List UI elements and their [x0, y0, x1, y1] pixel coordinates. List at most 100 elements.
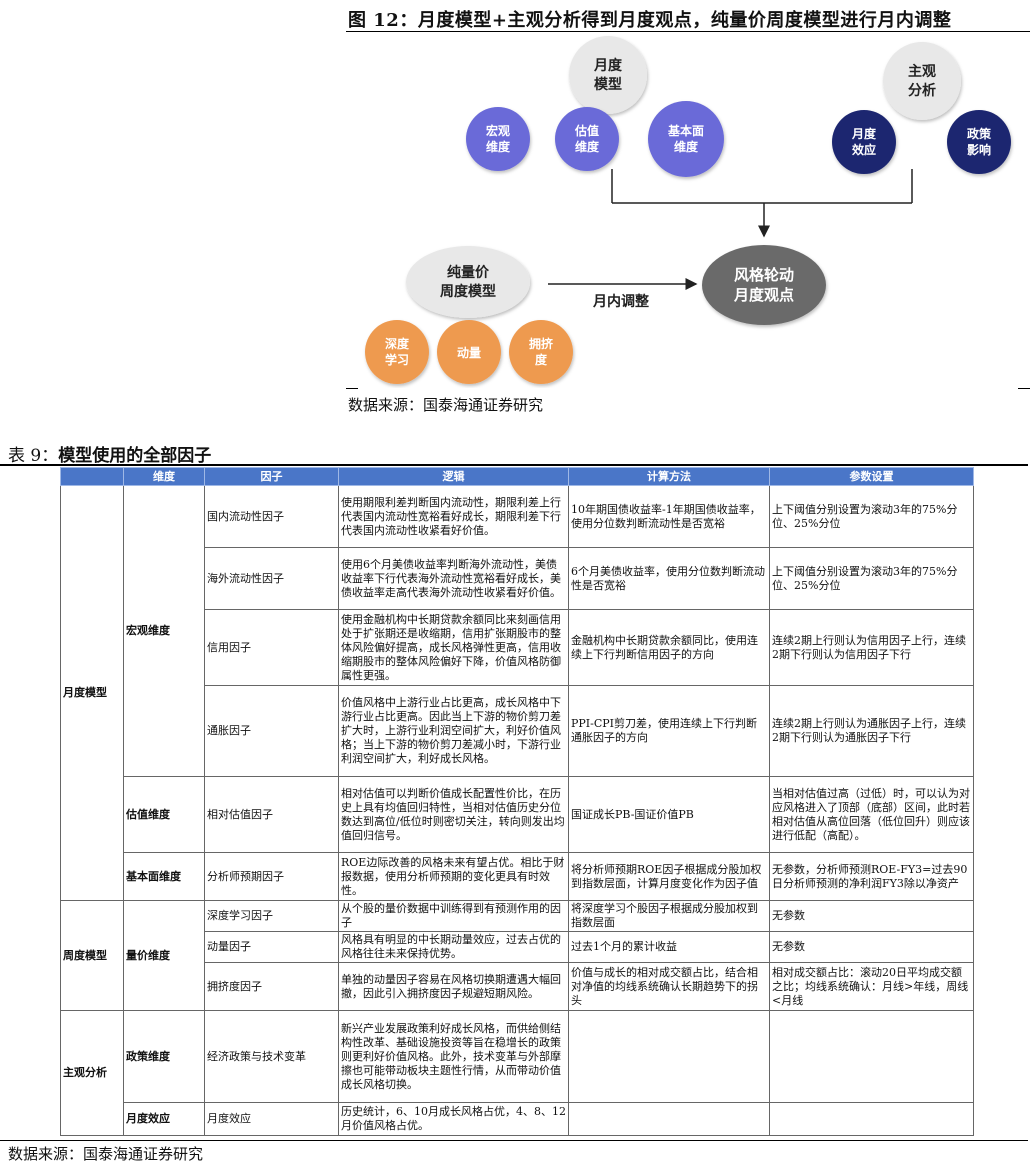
factor-table-wrapper: 维度 因子 逻辑 计算方法 参数设置 月度模型 宏观维度 国内流动性因子 使用期… — [60, 467, 974, 1136]
logic-cell: 价值风格中上游行业占比更高，成长风格中下游行业占比更高。因此当上下游的物价剪刀差… — [338, 685, 569, 777]
dimension-cell: 宏观维度 — [123, 485, 205, 777]
node-fundamental: 基本面 维度 — [648, 101, 724, 177]
dimension-cell: 基本面维度 — [123, 852, 205, 901]
factor-cell: 深度学习因子 — [204, 900, 339, 932]
table-row: 基本面维度 分析师预期因子 ROE边际改善的风格未来有望占优。相比于财报数据，使… — [61, 852, 974, 901]
node-monthly-model: 月度 模型 — [569, 36, 647, 114]
header-dimension: 维度 — [123, 467, 205, 486]
node-valuation: 估值 维度 — [555, 107, 619, 171]
node-subjective: 主观 分析 — [883, 42, 961, 120]
factor-cell: 海外流动性因子 — [204, 547, 339, 610]
table-row: 估值维度 相对估值因子 相对估值可以判断价值成长配置性价比，在历史上具有均值回归… — [61, 776, 974, 853]
group-cell: 月度模型 — [60, 485, 124, 901]
figure-title: 图 12：月度模型+主观分析得到月度观点，纯量价周度模型进行月内调整 — [348, 10, 952, 31]
header-params: 参数设置 — [769, 467, 974, 486]
node-rotation-line2: 月度观点 — [733, 286, 794, 304]
table-row: 海外流动性因子 使用6个月美债收益率判断海外流动性，美债收益率下行代表海外流动性… — [61, 547, 974, 610]
node-deep-learning-line1: 深度 — [385, 336, 410, 351]
dimension-cell: 月度效应 — [123, 1102, 205, 1136]
node-macro-line1: 宏观 — [486, 123, 510, 138]
node-subjective-line1: 主观 — [908, 63, 936, 80]
table-title-prefix: 表 9： — [8, 446, 59, 466]
node-macro-line2: 维度 — [486, 139, 511, 154]
params-cell: 连续2期上行则认为信用因子上行，连续2期下行则认为信用因子下行 — [769, 609, 974, 686]
table-title-text: 模型使用的全部因子 — [58, 446, 212, 466]
node-weekly-model-line2: 周度模型 — [440, 283, 496, 300]
method-cell — [568, 1010, 770, 1103]
diagram-svg: 月度 模型 主观 分析 宏观 维度 估值 维度 基本面 维度 月度 效应 — [365, 36, 1011, 384]
logic-cell: 使用金融机构中长期贷款余额同比来刻画信用处于扩张期还是收缩期，信用扩张期股市的整… — [338, 609, 569, 686]
factor-cell: 拥挤度因子 — [204, 962, 339, 1011]
factor-cell: 国内流动性因子 — [204, 485, 339, 548]
node-monthly-effect: 月度 效应 — [832, 110, 896, 174]
node-monthly-effect-line1: 月度 — [851, 126, 877, 141]
node-weekly-model: 纯量价 周度模型 — [406, 246, 530, 318]
connector-lines — [548, 169, 913, 290]
params-cell: 上下阈值分别设置为滚动3年的75%分位、25%分位 — [769, 547, 974, 610]
factor-cell: 月度效应 — [204, 1102, 339, 1136]
method-cell: PPI-CPI剪刀差，使用连续上下行判断通胀因子的方向 — [568, 685, 770, 777]
params-cell: 当相对估值过高（过低）时，可以认为对应风格进入了顶部（底部）区间，此时若相对估值… — [769, 776, 974, 853]
node-deep-learning: 深度 学习 — [365, 320, 429, 384]
logic-cell: 新兴产业发展政策利好成长风格，而供给侧结构性改革、基础设施投资等旨在稳增长的政策… — [338, 1010, 569, 1103]
table-row: 月度效应 月度效应 历史统计，6、10月成长风格占优，4、8、12月价值风格占优… — [61, 1102, 974, 1136]
method-cell — [568, 1102, 770, 1136]
params-cell: 无参数 — [769, 900, 974, 932]
node-subjective-line2: 分析 — [908, 82, 936, 99]
factor-cell: 信用因子 — [204, 609, 339, 686]
method-cell: 过去1个月的累计收益 — [568, 931, 770, 963]
figure-diagram: 月度 模型 主观 分析 宏观 维度 估值 维度 基本面 维度 月度 效应 — [346, 34, 1030, 388]
factor-cell: 经济政策与技术变革 — [204, 1010, 339, 1103]
table-top-rule — [0, 464, 1028, 466]
factor-table: 维度 因子 逻辑 计算方法 参数设置 月度模型 宏观维度 国内流动性因子 使用期… — [60, 467, 974, 1136]
logic-cell: 单独的动量因子容易在风格切换期遭遇大幅回撤，因此引入拥挤度因子规避短期风险。 — [338, 962, 569, 1011]
node-crowding: 拥挤 度 — [509, 320, 573, 384]
node-fundamental-line2: 维度 — [674, 139, 699, 154]
header-method: 计算方法 — [568, 467, 770, 486]
params-cell: 连续2期上行则认为通胀因子上行，连续2期下行则认为通胀因子下行 — [769, 685, 974, 777]
method-cell: 10年期国债收益率-1年期国债收益率，使用分位数判断流动性是否宽裕 — [568, 485, 770, 548]
group-cell: 主观分析 — [60, 1010, 124, 1136]
method-cell: 将分析师预期ROE因子根据成分股加权到指数层面，计算月度变化作为因子值 — [568, 852, 770, 901]
table-source: 数据来源：国泰海通证券研究 — [8, 1145, 204, 1163]
group-cell: 周度模型 — [60, 900, 124, 1011]
params-cell: 无参数，分析师预测ROE-FY3=过去90日分析师预测的净利润FY3除以净资产 — [769, 852, 974, 901]
dimension-cell: 量价维度 — [123, 900, 205, 1011]
node-policy-line2: 影响 — [967, 142, 991, 157]
table-row: 主观分析 政策维度 经济政策与技术变革 新兴产业发展政策利好成长风格，而供给侧结… — [60, 1010, 974, 1136]
node-fundamental-line1: 基本面 — [667, 123, 704, 138]
figure-source: 数据来源：国泰海通证券研究 — [348, 396, 544, 414]
node-momentum: 动量 — [437, 320, 501, 384]
table-bottom-rule — [0, 1140, 1028, 1141]
node-crowding-line2: 度 — [535, 352, 548, 367]
header-group — [60, 467, 124, 486]
logic-cell: 历史统计，6、10月成长风格占优，4、8、12月价值风格占优。 — [338, 1102, 569, 1136]
dimension-cell: 估值维度 — [123, 776, 205, 853]
params-cell — [769, 1010, 974, 1103]
header-logic: 逻辑 — [338, 467, 569, 486]
logic-cell: 从个股的量价数据中训练得到有预测作用的因子 — [338, 900, 569, 932]
node-valuation-line2: 维度 — [575, 139, 600, 154]
logic-cell: ROE边际改善的风格未来有望占优。相比于财报数据，使用分析师预期的变化更具有时效… — [338, 852, 569, 901]
params-cell: 相对成交额占比：滚动20日平均成交额之比；均线系统确认：月线>年线，周线<月线 — [769, 962, 974, 1011]
header-factor: 因子 — [204, 467, 339, 486]
method-cell: 将深度学习个股因子根据成分股加权到指数层面 — [568, 900, 770, 932]
node-monthly-model-line2: 模型 — [594, 76, 622, 93]
node-macro: 宏观 维度 — [466, 107, 530, 171]
table-row: 通胀因子 价值风格中上游行业占比更高，成长风格中下游行业占比更高。因此当上下游的… — [61, 685, 974, 777]
factor-cell: 动量因子 — [204, 931, 339, 963]
table-header-row: 维度 因子 逻辑 计算方法 参数设置 — [60, 467, 974, 486]
params-cell: 无参数 — [769, 931, 974, 963]
node-policy: 政策 影响 — [947, 110, 1011, 174]
figure-title-rule — [346, 31, 1030, 32]
node-deep-learning-line2: 学习 — [385, 352, 409, 367]
node-rotation: 风格轮动 月度观点 — [702, 245, 826, 325]
params-cell: 上下阈值分别设置为滚动3年的75%分位、25%分位 — [769, 485, 974, 548]
node-crowding-line1: 拥挤 — [529, 336, 554, 351]
method-cell: 金融机构中长期贷款余额同比，使用连续上下行判断信用因子的方向 — [568, 609, 770, 686]
table-row: 月度模型 宏观维度 国内流动性因子 使用期限利差判断国内流动性，期限利差上行代表… — [60, 485, 974, 901]
method-cell: 国证成长PB-国证价值PB — [568, 776, 770, 853]
logic-cell: 相对估值可以判断价值成长配置性价比，在历史上具有均值回归特性，当相对估值历史分位… — [338, 776, 569, 853]
arrow-label: 月内调整 — [592, 293, 650, 310]
table-row: 周度模型 量价维度 深度学习因子 从个股的量价数据中训练得到有预测作用的因子 将… — [60, 900, 974, 1011]
